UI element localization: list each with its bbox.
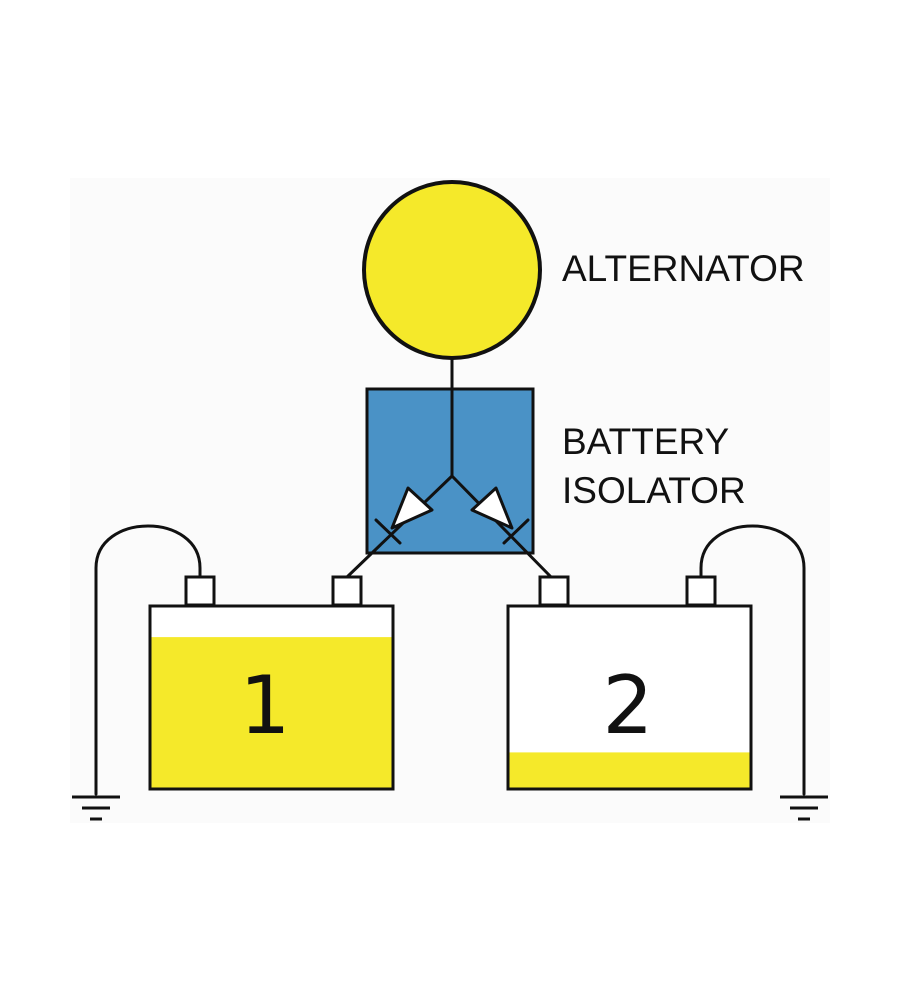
battery-1-number: 1 (240, 659, 291, 752)
isolator-right-branch (450, 474, 554, 580)
ground-icon (72, 795, 120, 821)
battery-1-charge-level (150, 637, 393, 789)
battery-1: 1 (148, 575, 395, 791)
battery-2-number: 2 (603, 659, 654, 752)
battery-1-ground-wire (94, 524, 202, 796)
battery-1-terminal-right (331, 575, 363, 607)
battery-2-outline (506, 604, 753, 791)
diode-icon (374, 486, 434, 545)
isolator-left-branch (344, 474, 454, 580)
battery-2: 2 (506, 575, 753, 791)
alternator-label: ALTERNATOR (562, 248, 805, 289)
ground-icon (780, 795, 828, 821)
battery-1-outline (148, 604, 395, 791)
battery-2-charge-level (508, 752, 751, 789)
battery-1-terminal-left (184, 575, 216, 607)
battery-2-ground-wire (699, 524, 806, 796)
isolator-label-line1: BATTERY (562, 421, 729, 462)
battery-2-terminal-left (538, 575, 570, 607)
diode-icon (470, 486, 530, 545)
alternator-circle (362, 180, 542, 360)
isolator-label-line2: ISOLATOR (562, 470, 746, 511)
battery-2-terminal-right (685, 575, 717, 607)
